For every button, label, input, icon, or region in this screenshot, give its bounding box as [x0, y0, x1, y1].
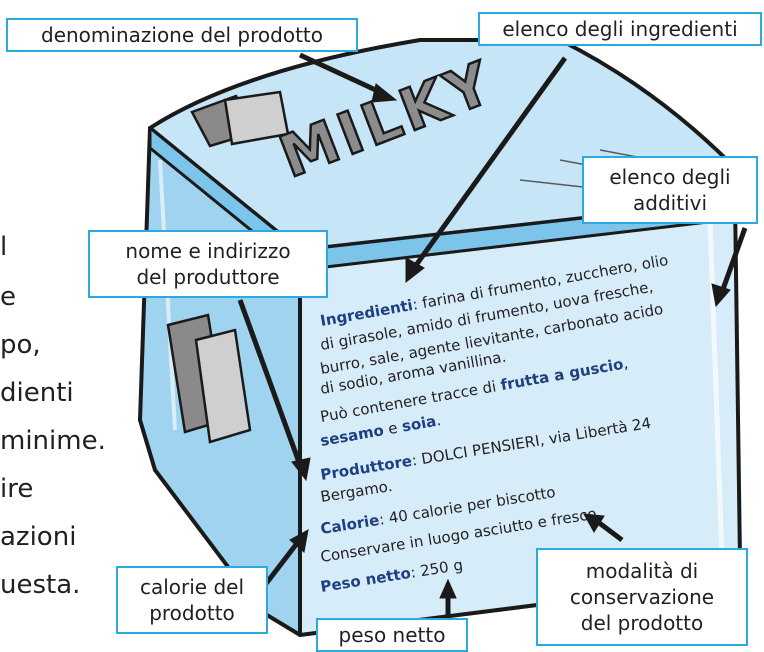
callout-ingredients-list: elenco degli ingredienti — [478, 12, 762, 46]
cookie-tin: MILKY — [138, 38, 744, 637]
callout-additives-line: additivi — [633, 191, 707, 215]
callout-producer: nome e indirizzo del produttore — [88, 230, 328, 298]
tin-highlight — [707, 219, 725, 561]
callout-producer-line: del produttore — [136, 265, 280, 289]
callout-storage-line: modalità di — [585, 559, 699, 583]
biscuit-lid-icon — [190, 90, 290, 148]
side-text-line: ire — [0, 474, 34, 504]
side-text-line: po, — [0, 330, 41, 360]
callout-product-name: denominazione del prodotto — [6, 18, 358, 52]
callout-additives-list: elenco degli additivi — [582, 156, 758, 224]
side-text-line: uesta. — [0, 570, 81, 600]
side-text-line: dienti — [0, 378, 74, 408]
side-text-line: l — [0, 232, 8, 262]
callout-storage: modalità di conservazione del prodotto — [536, 548, 748, 646]
biscuit-side-icon — [166, 313, 252, 444]
callout-additives-line: elenco degli — [609, 165, 731, 189]
callout-calories-line: calorie del — [139, 575, 245, 599]
side-text-line: minime. — [0, 426, 106, 456]
callout-net-weight: peso netto — [316, 618, 468, 652]
callout-storage-line: conservazione — [569, 585, 715, 609]
side-text-line: e — [0, 282, 16, 312]
callout-producer-line: nome e indirizzo — [125, 239, 291, 263]
side-text-line: azioni — [0, 522, 77, 552]
callout-calories: calorie del prodotto — [116, 566, 268, 634]
callout-calories-line: prodotto — [149, 601, 235, 625]
callout-storage-line: del prodotto — [580, 611, 704, 635]
pointer-arrows — [237, 52, 748, 620]
